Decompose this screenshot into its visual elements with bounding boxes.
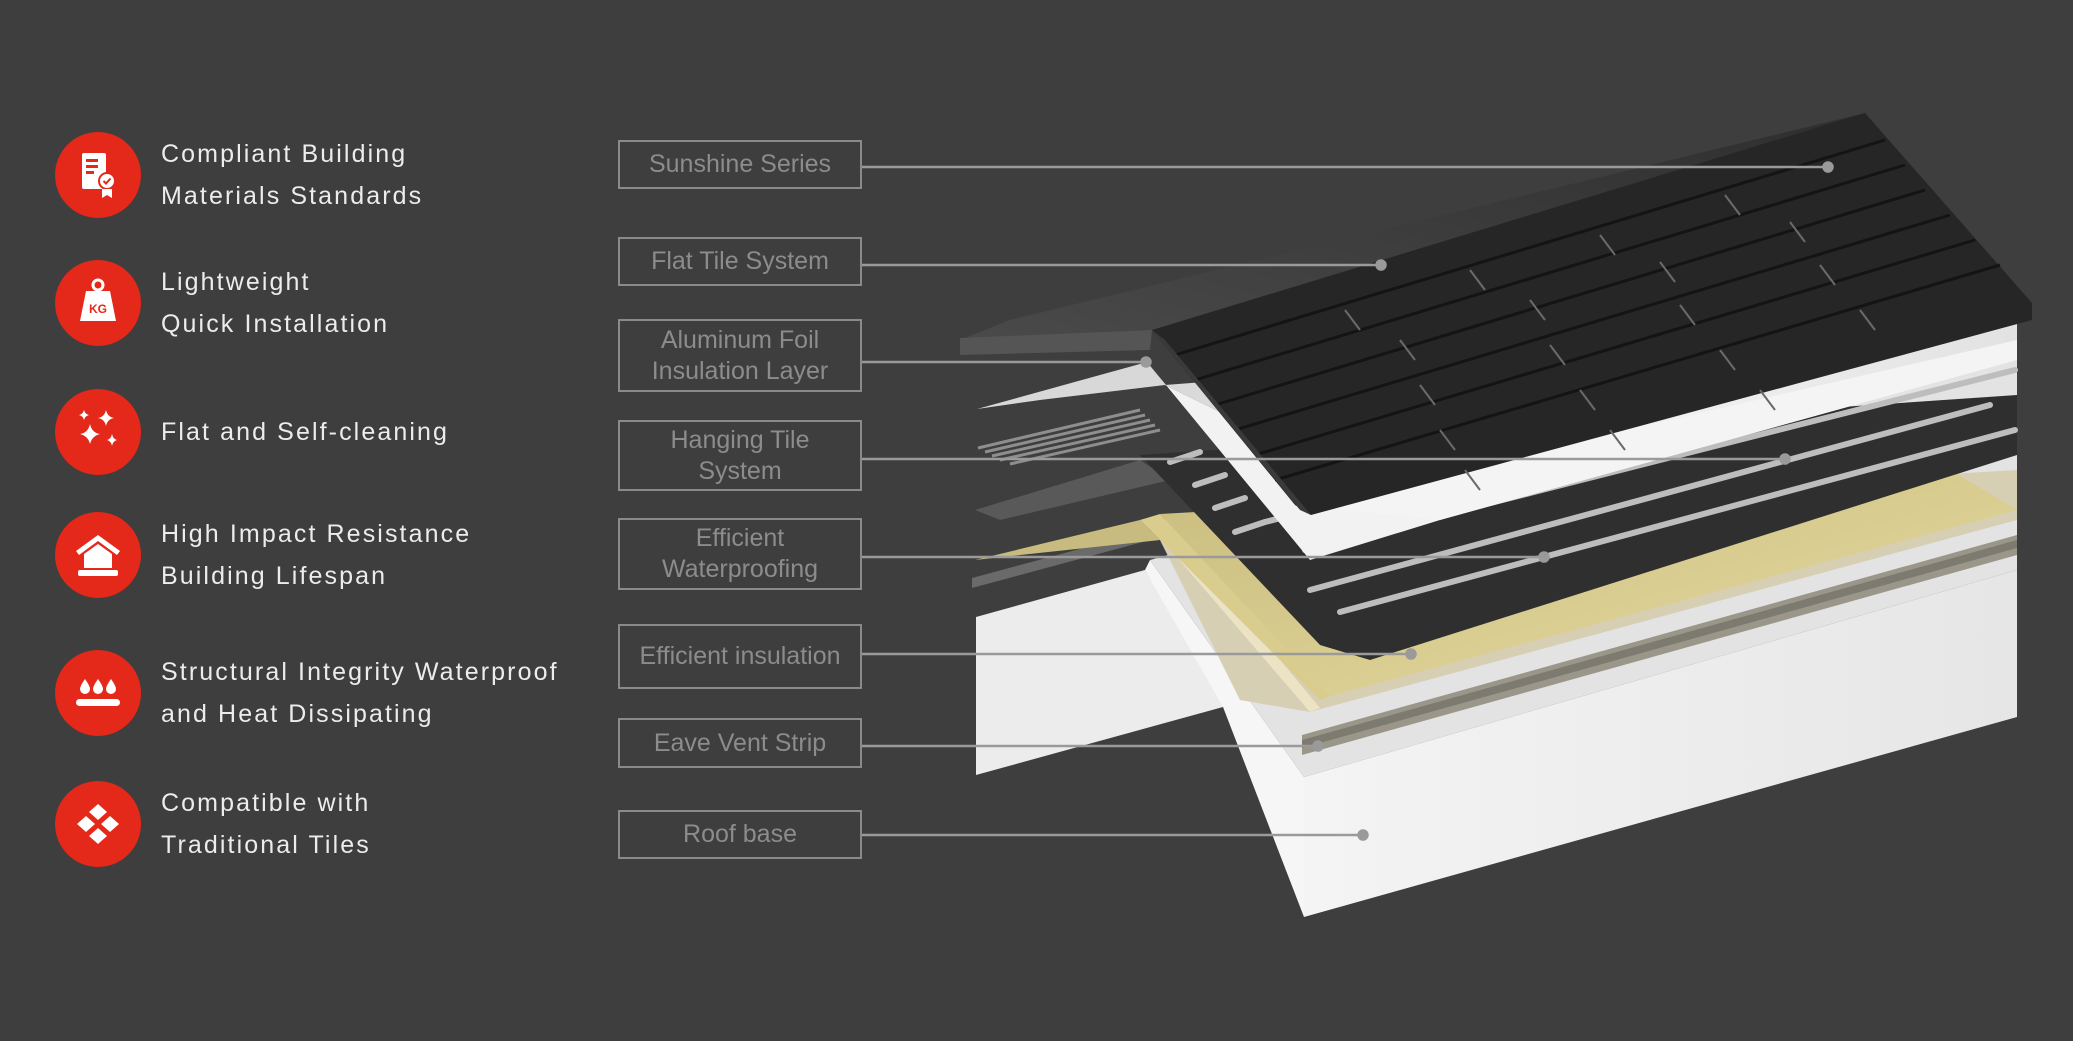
feature-line: Lightweight	[161, 268, 311, 296]
label-text: Flat Tile System	[651, 247, 829, 275]
sparkles-icon	[55, 389, 141, 475]
tiles-diamond-icon	[55, 781, 141, 867]
label-aluminum-foil: Aluminum Foil Insulation Layer	[618, 319, 862, 392]
label-text: Efficient	[695, 524, 785, 552]
feature-item-waterproof: Structural Integrity Waterproof and Heat …	[55, 648, 559, 738]
feature-line: Structural Integrity Waterproof	[161, 658, 559, 686]
label-text: Eave Vent Strip	[653, 728, 827, 757]
label-roof-base: Roof base	[618, 810, 862, 859]
label-text: Hanging Tile	[670, 425, 810, 454]
label-hanging-tile-system: Hanging Tile System	[618, 420, 862, 491]
feature-line: High Impact Resistance	[161, 520, 472, 548]
label-text: Sunshine Series	[648, 150, 832, 178]
certificate-icon	[55, 132, 141, 218]
label-eave-vent-strip: Eave Vent Strip	[618, 718, 862, 768]
house-shield-icon	[55, 512, 141, 598]
water-drops-icon	[55, 650, 141, 736]
feature-line: Quick Installation	[161, 310, 390, 338]
label-sunshine-series: Sunshine Series	[618, 140, 862, 189]
feature-line: Materials Standards	[161, 182, 424, 210]
label-text: Waterproofing	[661, 555, 819, 583]
label-text: Efficient insulation	[639, 642, 841, 670]
kg-weight-icon: KG	[55, 260, 141, 346]
label-text: Aluminum Foil	[660, 325, 820, 354]
feature-line: and Heat Dissipating	[161, 700, 434, 728]
feature-line: Flat and Self-cleaning	[161, 418, 450, 446]
feature-line: Traditional Tiles	[161, 831, 371, 859]
label-efficient-insulation: Efficient insulation	[618, 624, 862, 689]
svg-text:KG: KG	[89, 302, 107, 316]
label-text: Insulation Layer	[651, 356, 829, 385]
feature-line: Compatible with	[161, 789, 371, 817]
feature-line: Compliant Building	[161, 140, 408, 168]
label-text: Roof base	[683, 820, 797, 848]
label-flat-tile-system: Flat Tile System	[618, 237, 862, 286]
label-efficient-waterproofing: Efficient Waterproofing	[618, 518, 862, 590]
label-text: System	[698, 456, 782, 485]
feature-item-self-cleaning: Flat and Self-cleaning	[55, 387, 449, 477]
feature-line: Building Lifespan	[161, 562, 388, 590]
